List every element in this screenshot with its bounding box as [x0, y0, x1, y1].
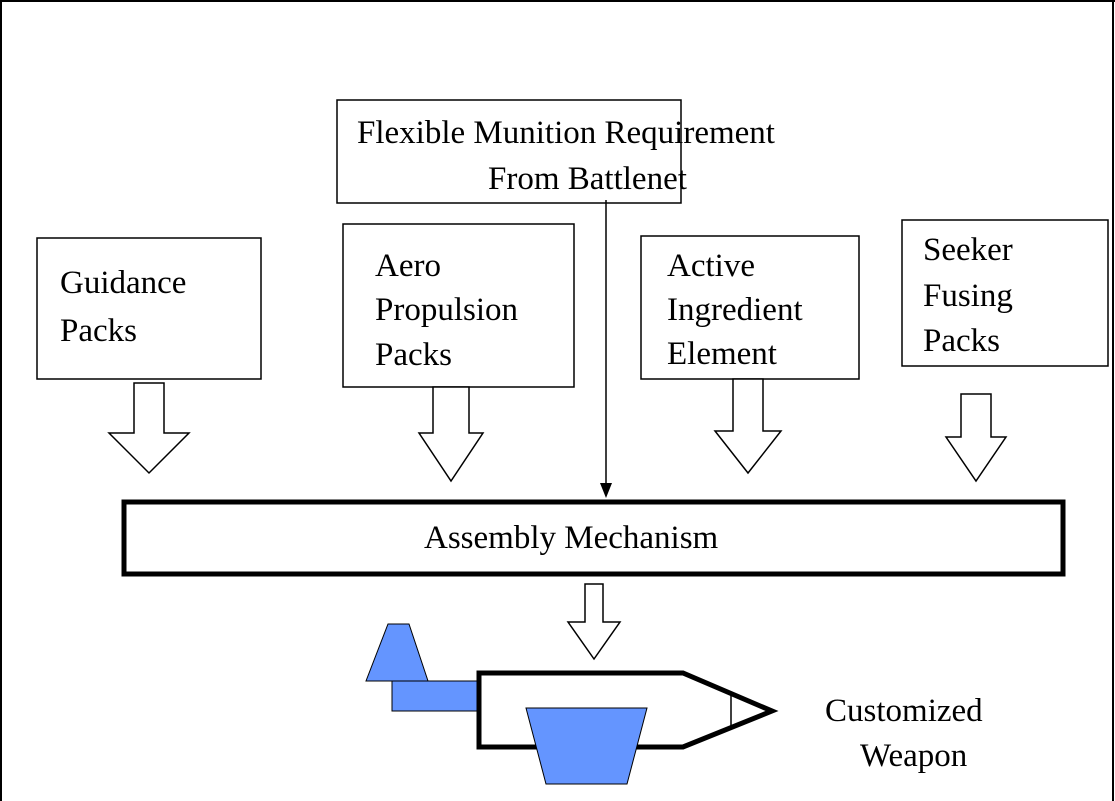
customized-weapon-line-1: Customized	[825, 693, 983, 729]
assembly-mechanism-box	[121, 499, 1066, 577]
guidance-packs-box	[36, 237, 262, 380]
guidance-packs-line-2: Packs	[60, 313, 137, 349]
seeker-down-arrow	[944, 393, 1008, 483]
weapon-propulsion-block	[391, 680, 489, 712]
aero-down-arrow	[417, 386, 485, 483]
aero-propulsion-packs-box	[342, 223, 575, 388]
seeker-packs-line-3: Packs	[923, 323, 1000, 359]
aero-packs-line-3: Packs	[375, 337, 452, 373]
requirement-line-1: Flexible Munition Requirement	[357, 115, 775, 151]
customized-weapon-line-2: Weapon	[860, 738, 968, 774]
weapon-warhead	[525, 707, 648, 785]
weapon-tail-fin	[365, 623, 429, 682]
requirement-box	[336, 99, 682, 204]
aero-packs-line-1: Aero	[375, 248, 441, 284]
active-element-line-2: Ingredient	[667, 292, 803, 328]
seeker-fusing-packs-box	[901, 219, 1109, 367]
active-down-arrow	[713, 378, 783, 475]
guidance-down-arrow	[107, 382, 191, 475]
requirement-line-2: From Battlenet	[488, 161, 687, 197]
seeker-packs-line-2: Fusing	[923, 278, 1013, 314]
seeker-packs-line-1: Seeker	[923, 232, 1013, 268]
requirement-arrow-head	[600, 483, 612, 498]
aero-packs-line-2: Propulsion	[375, 292, 519, 328]
guidance-packs-line-1: Guidance	[60, 265, 187, 301]
active-element-line-1: Active	[667, 248, 755, 284]
assembly-down-arrow	[566, 583, 622, 661]
active-element-line-3: Element	[667, 336, 777, 372]
assembly-mechanism-label: Assembly Mechanism	[424, 520, 719, 556]
active-ingredient-element-box	[640, 235, 860, 380]
